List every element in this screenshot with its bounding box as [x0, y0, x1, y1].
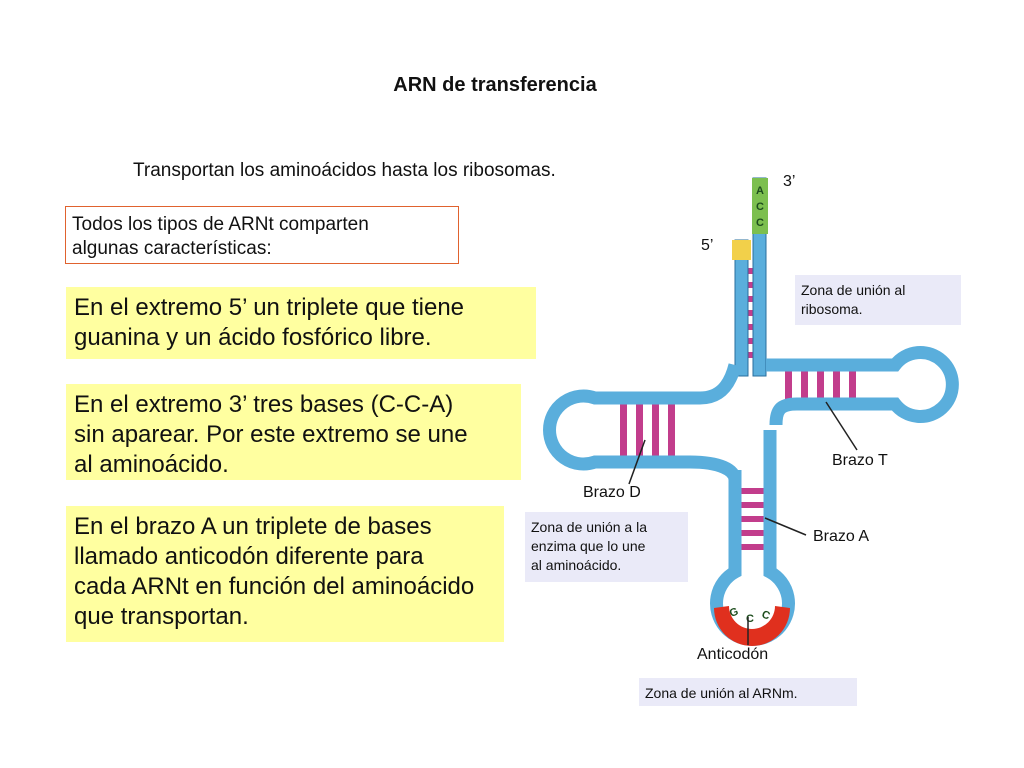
features-intro-box: Todos los tipos de ARNt comparten alguna… [65, 206, 459, 264]
d-arm-strand [543, 363, 742, 482]
note-line: ribosoma. [801, 301, 863, 317]
base-pair-d-arm [620, 403, 627, 458]
pointer-brazo-t [825, 401, 858, 451]
base-pair-acceptor [738, 352, 762, 358]
statement-line: En el extremo 3’ tres bases (C-C-A) [74, 391, 454, 418]
base-pair-acceptor [738, 296, 762, 302]
label-brazo-d: Brazo D [583, 484, 641, 501]
trna-strands [543, 177, 959, 646]
page-title: ARN de transferencia [393, 74, 597, 96]
statement-line: En el extremo 5’ un triplete que tiene [74, 294, 465, 321]
base-pair-anticodon-arm [738, 544, 768, 550]
anticodon-base-letter: G [728, 606, 740, 620]
statement-line: llamado anticodón diferente para [74, 543, 424, 570]
note-line: Zona de unión al [801, 282, 906, 298]
pointer-brazo-d [628, 439, 646, 485]
statement-three-prime: En el extremo 3’ tres bases (C-C-A) sin … [66, 384, 521, 480]
acceptor-base-letter: C [756, 201, 764, 213]
pointer-brazo-a [764, 517, 807, 536]
base-pair-d-arm [636, 403, 643, 458]
statement-line: En el brazo A un triplete de bases [74, 513, 432, 540]
base-pair-d-arm [668, 403, 675, 458]
base-pairs [620, 268, 856, 550]
label-anticodon: Anticodón [697, 646, 769, 663]
label-brazo-a: Brazo A [813, 528, 870, 545]
anticodon-base-letter: C [760, 609, 772, 623]
features-intro-line: Todos los tipos de ARNt comparten [72, 214, 369, 235]
anticodon-loop [714, 606, 790, 646]
note-line: al aminoácido. [531, 557, 622, 573]
label-three-prime: 3’ [783, 173, 796, 190]
note-enzyme-binding: Zona de unión a la enzima que lo une al … [525, 512, 688, 582]
note-line: Zona de unión a la [531, 519, 647, 535]
base-pair-anticodon-arm [738, 502, 768, 508]
statement-line: cada ARNt en función del aminoácido [74, 573, 475, 600]
base-pair-t-arm [801, 370, 808, 400]
acceptor-bases: ACC [756, 185, 764, 229]
base-pair-t-arm [833, 370, 840, 400]
acceptor-strand-5 [734, 239, 749, 377]
base-pair-anticodon-arm [738, 530, 768, 536]
base-pair-t-arm [849, 370, 856, 400]
label-brazo-t: Brazo T [832, 452, 888, 469]
note-mrna-binding: Zona de unión al ARNm. [639, 678, 857, 706]
statement-line: guanina y un ácido fosfórico libre. [74, 324, 432, 351]
pointer-lines [628, 401, 858, 645]
base-pair-t-arm [817, 370, 824, 400]
acceptor-base-letter: A [756, 185, 764, 197]
statement-line: que transportan. [74, 603, 249, 630]
base-pair-acceptor [738, 268, 762, 274]
statement-line: sin aparear. Por este extremo se une [74, 421, 468, 448]
statement-line: al aminoácido. [74, 451, 229, 478]
note-ribosome-binding: Zona de unión al ribosoma. [795, 275, 961, 325]
label-five-prime: 5’ [701, 237, 714, 254]
base-pair-acceptor [738, 324, 762, 330]
base-pair-t-arm [785, 370, 792, 400]
subtitle: Transportan los aminoácidos hasta los ri… [133, 160, 556, 181]
statement-five-prime: En el extremo 5’ un triplete que tiene g… [66, 287, 536, 359]
note-line: enzima que lo une [531, 538, 646, 554]
base-pair-anticodon-arm [738, 488, 768, 494]
anticodon-base-letter: C [746, 613, 754, 625]
t-arm-strand [766, 346, 959, 426]
statement-arm-a: En el brazo A un triplete de bases llama… [66, 506, 504, 642]
base-pair-acceptor [738, 282, 762, 288]
five-prime-end [732, 240, 751, 260]
features-intro-line: algunas características: [72, 238, 272, 259]
base-pair-anticodon-arm [738, 516, 768, 522]
base-pair-acceptor [738, 338, 762, 344]
base-pair-d-arm [652, 403, 659, 458]
three-prime-end [752, 178, 768, 234]
acceptor-base-letter: C [756, 217, 764, 229]
base-pair-acceptor [738, 310, 762, 316]
